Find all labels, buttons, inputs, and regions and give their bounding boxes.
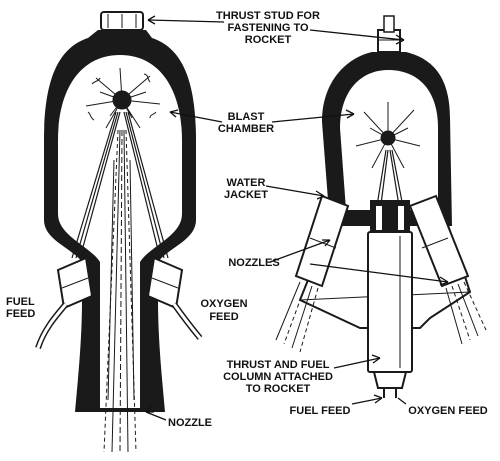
left-blast-burst xyxy=(85,67,161,129)
label-oxygen-feed-right: OXYGEN FEED xyxy=(408,405,488,417)
label-nozzles: NOZZLES xyxy=(228,257,279,269)
svg-text:FASTENING TO: FASTENING TO xyxy=(227,22,309,34)
svg-text:COLUMN ATTACHED: COLUMN ATTACHED xyxy=(223,371,333,383)
left-motor xyxy=(35,11,203,453)
label-thrust-stud: THRUST STUD FOR FASTENING TO ROCKET xyxy=(216,10,320,46)
svg-text:TO ROCKET: TO ROCKET xyxy=(246,383,311,395)
label-water-jacket: WATER JACKET xyxy=(224,177,268,201)
right-thrust-column xyxy=(367,200,413,398)
svg-text:THRUST STUD FOR: THRUST STUD FOR xyxy=(216,10,320,22)
svg-text:ROCKET: ROCKET xyxy=(245,34,292,46)
svg-text:JACKET: JACKET xyxy=(224,189,268,201)
left-exhaust-stream xyxy=(103,129,137,453)
label-fuel-feed-right: FUEL FEED xyxy=(290,405,351,417)
label-fuel-feed-left: FUEL FEED xyxy=(6,296,35,320)
label-blast-chamber: BLAST CHAMBER xyxy=(218,111,274,135)
right-thrust-stud xyxy=(377,29,401,53)
svg-text:FEED: FEED xyxy=(6,308,35,320)
leader-lines xyxy=(145,15,449,421)
left-fuel-fitting xyxy=(35,256,94,350)
label-oxygen-feed-left: OXYGEN FEED xyxy=(200,298,247,323)
right-motor xyxy=(275,15,487,398)
left-feed-jets xyxy=(71,111,169,259)
svg-text:CHAMBER: CHAMBER xyxy=(218,123,274,135)
left-blast-chamber xyxy=(58,55,182,408)
svg-text:BLAST: BLAST xyxy=(228,111,265,123)
left-oxygen-fitting xyxy=(146,256,203,340)
label-nozzle: NOZZLE xyxy=(168,417,212,429)
label-thrust-column: THRUST AND FUEL COLUMN ATTACHED TO ROCKE… xyxy=(223,359,333,395)
svg-text:OXYGEN: OXYGEN xyxy=(200,298,247,310)
svg-text:FUEL: FUEL xyxy=(6,296,35,308)
svg-text:WATER: WATER xyxy=(227,177,266,189)
right-blast-burst xyxy=(355,102,421,169)
right-nozzle-exhaust xyxy=(275,281,487,353)
svg-text:THRUST AND FUEL: THRUST AND FUEL xyxy=(227,359,330,371)
svg-text:FEED: FEED xyxy=(209,311,238,323)
